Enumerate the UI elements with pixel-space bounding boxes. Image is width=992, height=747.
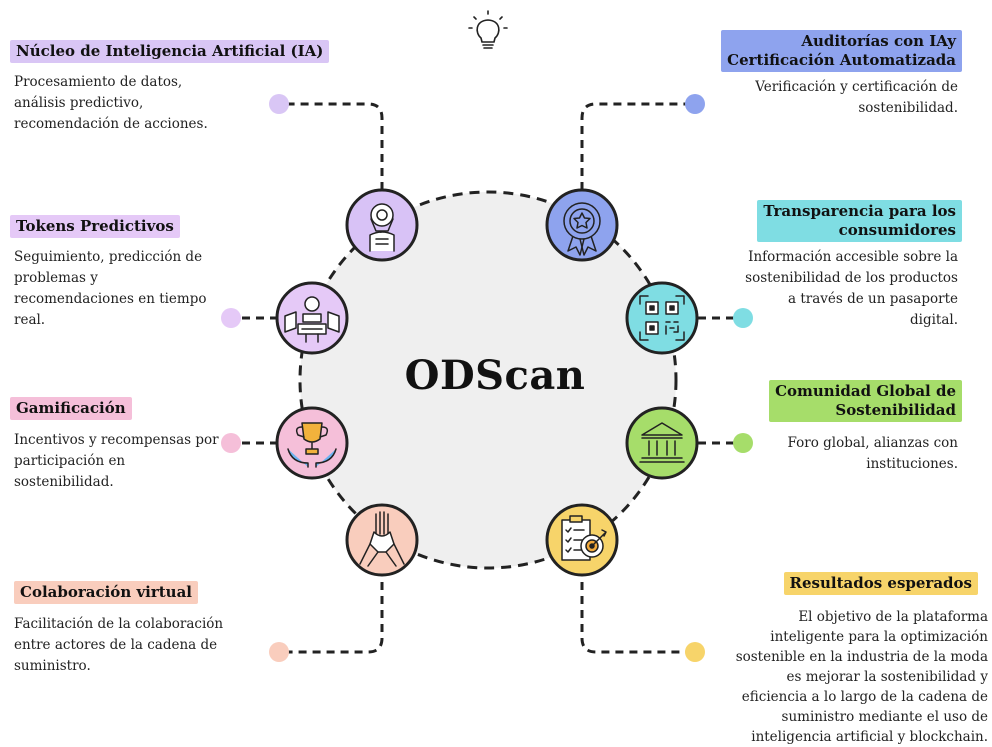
checklist-target-icon bbox=[561, 515, 607, 561]
desc-resultados: El objetivo de la plataforma inteligente… bbox=[735, 609, 988, 745]
label-auditorias-line1: Auditorías con IAy bbox=[801, 32, 956, 50]
connector-resultados bbox=[580, 568, 695, 654]
label-transparencia-line2: consumidores bbox=[838, 221, 956, 239]
label-comunidad-line2: Sostenibilidad bbox=[835, 401, 956, 419]
central-circle bbox=[298, 190, 678, 570]
label-comunidad: Comunidad Global de Sostenibilidad bbox=[769, 380, 962, 422]
label-auditorias: Auditorías con IAy Certificación Automat… bbox=[721, 30, 962, 72]
label-resultados: Resultados esperados bbox=[783, 572, 978, 595]
endpoint-auditorias bbox=[685, 94, 705, 114]
institution-icon bbox=[639, 422, 685, 463]
connector-colaboracion bbox=[279, 568, 384, 654]
label-ia: Núcleo de Inteligencia Artificial (IA) bbox=[10, 40, 330, 63]
qr-code-icon bbox=[639, 295, 685, 341]
desc-tokens: Seguimiento, predicción de problemas y r… bbox=[14, 249, 207, 328]
badge-icon bbox=[563, 202, 601, 256]
endpoint-tokens bbox=[221, 308, 241, 328]
diagram-canvas bbox=[221, 10, 753, 662]
endpoint-comunidad bbox=[733, 433, 753, 453]
trophy-icon bbox=[287, 422, 337, 468]
label-comunidad-line1: Comunidad Global de bbox=[775, 382, 956, 400]
connector-ia bbox=[279, 102, 384, 190]
connector-auditorias bbox=[580, 102, 695, 190]
desc-transparencia: Información accesible sobre la sostenibi… bbox=[745, 249, 958, 328]
desc-ia: Procesamiento de datos, análisis predict… bbox=[14, 74, 208, 132]
label-auditorias-line2: Certificación Automatizada bbox=[727, 51, 956, 69]
robot-icon bbox=[369, 203, 395, 252]
endpoint-transparencia bbox=[733, 308, 753, 328]
node-comunidad bbox=[625, 406, 699, 480]
desc-colaboracion: Facilitación de la colaboración entre ac… bbox=[14, 616, 224, 674]
label-transparencia-line1: Transparencia para los bbox=[763, 202, 956, 220]
endpoint-ia bbox=[269, 94, 289, 114]
control-panel-icon bbox=[284, 296, 340, 343]
label-gamificacion: Gamificación bbox=[10, 397, 132, 420]
desc-comunidad: Foro global, alianzas con instituciones. bbox=[787, 435, 959, 472]
endpoint-colaboracion bbox=[269, 642, 289, 662]
endpoint-gamificacion bbox=[221, 433, 241, 453]
desc-auditorias: Verificación y certificación de sostenib… bbox=[755, 79, 958, 116]
lightbulb-icon bbox=[468, 10, 508, 49]
label-tokens: Tokens Predictivos bbox=[10, 215, 180, 238]
label-transparencia: Transparencia para los consumidores bbox=[757, 200, 962, 242]
node-transparencia bbox=[625, 281, 699, 355]
label-colaboracion: Colaboración virtual bbox=[14, 581, 199, 604]
endpoint-resultados bbox=[685, 642, 705, 662]
handshake-icon bbox=[359, 511, 405, 567]
desc-gamificacion: Incentivos y recompensas por participaci… bbox=[14, 432, 219, 490]
center-title: ODScan bbox=[404, 352, 586, 399]
